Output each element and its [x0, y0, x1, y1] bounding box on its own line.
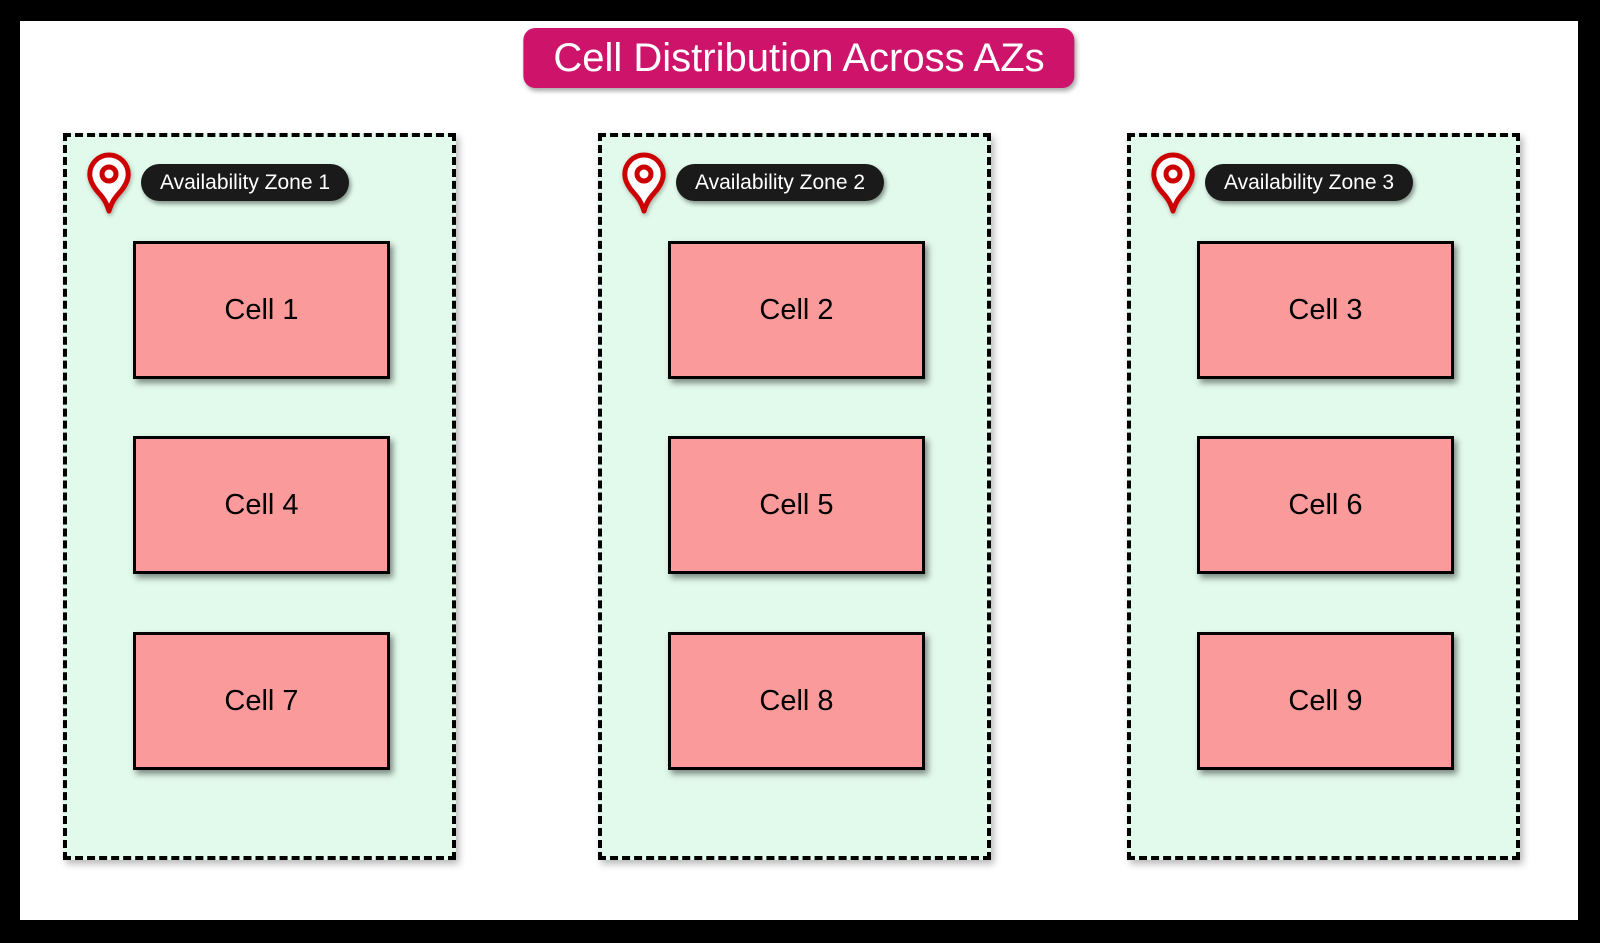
map-pin-icon — [85, 152, 133, 216]
cell-7: Cell 7 — [133, 632, 390, 770]
zone-1-label: Availability Zone 1 — [141, 164, 350, 201]
cell-1: Cell 1 — [133, 241, 390, 379]
cell-6: Cell 6 — [1197, 436, 1454, 574]
map-pin-icon — [1149, 152, 1197, 216]
availability-zone-1: Availability Zone 1 Cell 1 Cell 4 Cell 7 — [63, 133, 456, 860]
zone-3-label: Availability Zone 3 — [1205, 164, 1414, 201]
availability-zone-3: Availability Zone 3 Cell 3 Cell 6 Cell 9 — [1127, 133, 1520, 860]
zone-2-label: Availability Zone 2 — [676, 164, 885, 201]
cell-9: Cell 9 — [1197, 632, 1454, 770]
cell-8: Cell 8 — [668, 632, 925, 770]
diagram-canvas: Cell Distribution Across AZs Availabilit… — [20, 21, 1578, 920]
diagram-title: Cell Distribution Across AZs — [523, 28, 1075, 88]
cell-5: Cell 5 — [668, 436, 925, 574]
cell-2: Cell 2 — [668, 241, 925, 379]
cell-4: Cell 4 — [133, 436, 390, 574]
availability-zone-2: Availability Zone 2 Cell 2 Cell 5 Cell 8 — [598, 133, 991, 860]
cell-3: Cell 3 — [1197, 241, 1454, 379]
map-pin-icon — [620, 152, 668, 216]
